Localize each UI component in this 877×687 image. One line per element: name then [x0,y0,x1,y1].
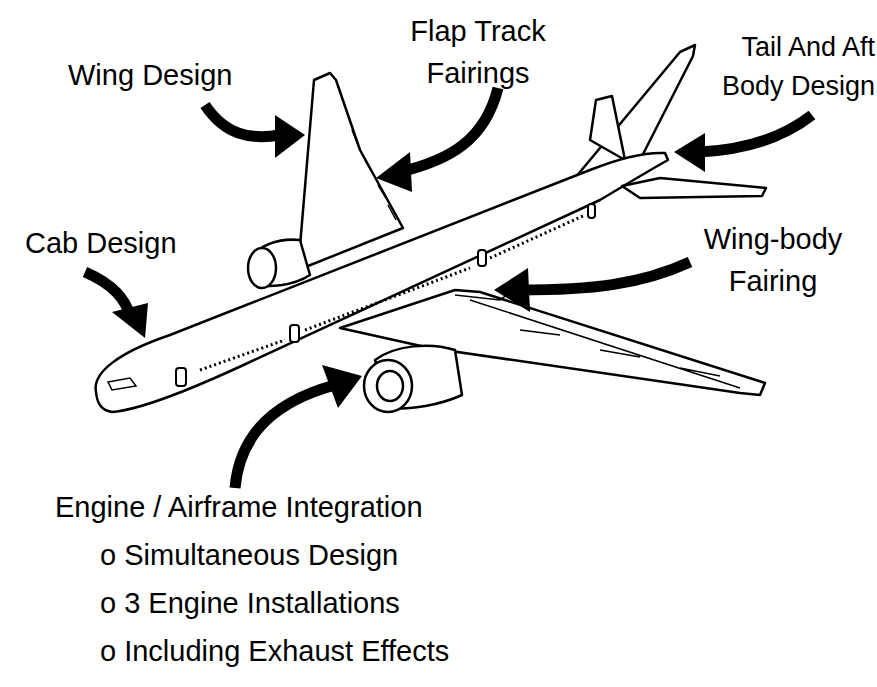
callout-label: o 3 Engine Installations [100,582,400,624]
callout-label: Wing-body Fairing [683,218,863,302]
callout-arrow [85,272,130,315]
callout-label: Tail And Aft Body Design [690,28,875,106]
window-row [200,215,585,370]
callout-label: Engine / Airframe Integration [55,486,423,528]
door [588,204,595,218]
arrow-head [275,115,305,158]
callout-label: o Including Exhaust Effects [100,630,449,672]
door [290,325,299,342]
vertical-fin [590,96,625,160]
arrow-head [376,152,412,192]
near-engine-fan [377,371,403,401]
arrow-head [322,365,362,408]
arrow-head [674,133,705,172]
far-engine-inlet [248,248,276,288]
callout-arrow [400,88,498,172]
arrow-head [112,303,148,338]
stabilizer-near [622,178,766,198]
cockpit-windows [108,378,136,390]
door [176,368,186,386]
callout-label: Cab Design [25,222,177,264]
callout-arrow [235,385,335,488]
door [478,250,486,266]
callout-arrow [205,105,280,137]
callout-label: o Simultaneous Design [100,534,398,576]
near-engine-inlet [364,360,412,412]
callout-arrow [700,115,812,152]
callout-label: Wing Design [68,54,232,96]
callout-arrow [520,262,690,290]
arrow-head [494,268,530,312]
near-engine [375,346,462,409]
callout-label: Flap Track Fairings [393,10,563,94]
flap-lines [470,300,740,388]
